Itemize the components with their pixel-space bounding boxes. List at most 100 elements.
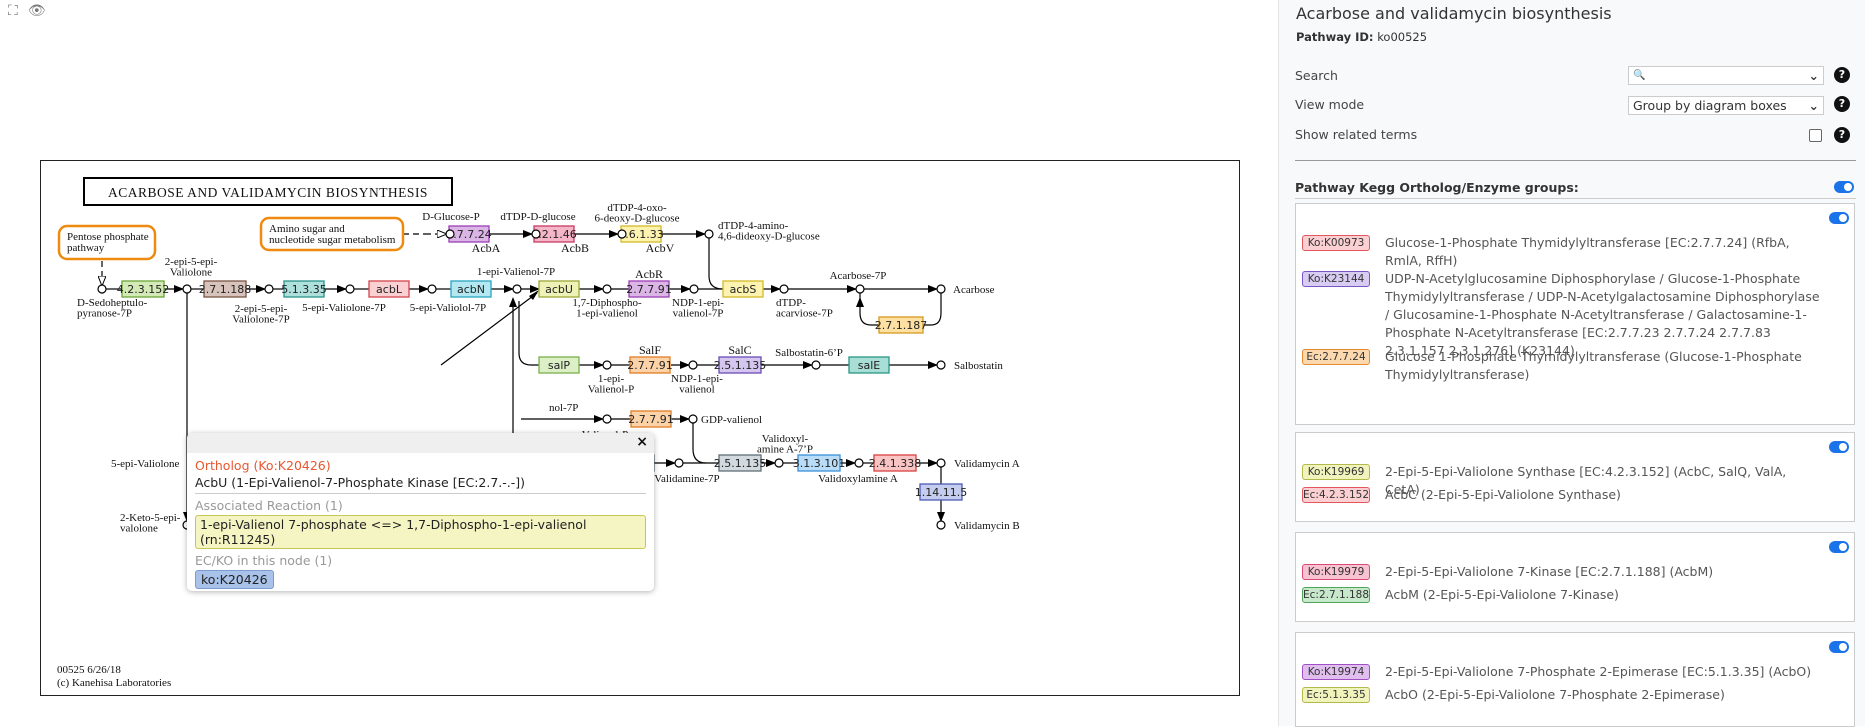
reaction-chip[interactable]: 1-epi-Valienol 7-phosphate <=> 1,7-Dipho… bbox=[195, 515, 646, 549]
compound-node[interactable] bbox=[345, 284, 355, 294]
panel-title: Acarbose and validamycin biosynthesis bbox=[1296, 4, 1612, 23]
enzyme-node[interactable]: acbS bbox=[722, 280, 764, 298]
compound-label: 2-epi-5-epi- bbox=[235, 303, 288, 315]
related-terms-checkbox[interactable] bbox=[1809, 129, 1822, 142]
compound-node[interactable] bbox=[182, 284, 192, 294]
enzyme-label: acbS bbox=[730, 283, 757, 296]
compound-node[interactable] bbox=[689, 284, 699, 294]
compound-label: Valienol-P bbox=[588, 384, 634, 396]
enzyme-label: 2.7.7.91 bbox=[626, 283, 671, 296]
entry-description: Glucose 1-Phosphate Thymidylyltransferas… bbox=[1385, 349, 1802, 382]
related-terms-help-icon[interactable]: ? bbox=[1834, 127, 1850, 143]
ko-chip[interactable]: ko:K20426 bbox=[195, 570, 274, 589]
compound-node[interactable] bbox=[936, 520, 946, 530]
compound-node[interactable] bbox=[936, 284, 946, 294]
popup-title: Ortholog (Ko:K20426) bbox=[195, 458, 331, 473]
eye-icon[interactable]: 👁 bbox=[27, 3, 46, 19]
reaction-edge bbox=[440, 292, 538, 366]
enzyme-node[interactable]: acbN bbox=[450, 280, 492, 298]
compound-node[interactable] bbox=[704, 229, 714, 239]
kegg-tag[interactable]: Ko:K19979 bbox=[1302, 564, 1370, 580]
group-toggle[interactable] bbox=[1829, 541, 1849, 553]
compound-node[interactable] bbox=[674, 458, 684, 468]
compound-node[interactable] bbox=[688, 360, 698, 370]
compound-node[interactable] bbox=[936, 360, 946, 370]
enzyme-node[interactable]: salE bbox=[848, 356, 890, 374]
compound-node[interactable] bbox=[427, 284, 437, 294]
kegg-tag[interactable]: Ec:2.7.1.188 bbox=[1302, 587, 1370, 603]
enzyme-node[interactable]: 1.14.11.5 bbox=[915, 483, 967, 501]
enzyme-node[interactable]: 2.6.1.33 bbox=[618, 225, 664, 243]
compound-label: Valiolone bbox=[170, 267, 212, 279]
enzyme-node[interactable]: 4.2.3.152 bbox=[117, 280, 169, 298]
enzyme-node[interactable]: acbL bbox=[368, 280, 410, 298]
view-mode-help-icon[interactable]: ? bbox=[1834, 96, 1850, 112]
compound-node[interactable] bbox=[854, 458, 864, 468]
enzyme-label: 2.6.1.33 bbox=[618, 228, 663, 241]
gene-label: SalF bbox=[639, 343, 661, 357]
entry-description: Glucose-1-Phosphate Thymidylyltransferas… bbox=[1385, 235, 1790, 268]
enzyme-node[interactable]: 2.7.1.188 bbox=[199, 280, 251, 298]
compound-node[interactable] bbox=[602, 360, 612, 370]
enzyme-node[interactable]: 2.7.7.91 bbox=[627, 356, 673, 374]
kegg-tag[interactable]: Ec:5.1.3.35 bbox=[1302, 687, 1370, 703]
kegg-tag[interactable]: Ec:4.2.3.152 bbox=[1302, 487, 1370, 503]
compound-node[interactable] bbox=[779, 284, 789, 294]
kegg-tag[interactable]: Ko:K00973 bbox=[1302, 235, 1370, 251]
pathway-map: ACARBOSE AND VALIDAMYCIN BIOSYNTHESIS 2.… bbox=[57, 177, 1020, 689]
compound-node[interactable] bbox=[602, 284, 612, 294]
compound-label: acarviose-7P bbox=[776, 308, 833, 320]
enzyme-node[interactable]: 3.1.3.101 bbox=[793, 454, 845, 472]
search-input[interactable]: 🔍 ⌄ bbox=[1628, 66, 1824, 85]
enzyme-node[interactable]: 2.5.1.135 bbox=[714, 356, 766, 374]
compound-node[interactable] bbox=[688, 414, 698, 424]
group-entry: Ec:2.7.7.24 Glucose 1-Phosphate Thymidyly… bbox=[1302, 348, 1824, 384]
fullscreen-icon[interactable]: ⛶ bbox=[8, 3, 18, 19]
compound-node[interactable] bbox=[774, 458, 784, 468]
enzyme-node[interactable]: 4.2.1.46 bbox=[531, 225, 577, 243]
entry-description: 2-Epi-5-Epi-Valiolone 7-Phosphate 2-Epim… bbox=[1385, 664, 1812, 679]
kegg-tag[interactable]: Ko:K23144 bbox=[1302, 271, 1370, 287]
close-icon[interactable]: × bbox=[636, 434, 648, 450]
kegg-tag[interactable]: Ko:K19969 bbox=[1302, 464, 1370, 480]
compound-label: valolone bbox=[120, 523, 158, 535]
enzyme-node[interactable]: 5.1.3.35 bbox=[281, 280, 327, 298]
search-help-icon[interactable]: ? bbox=[1834, 67, 1850, 83]
enzyme-label: salP bbox=[548, 359, 571, 372]
kegg-tag[interactable]: Ko:K19974 bbox=[1302, 664, 1370, 680]
enzyme-node[interactable]: 2.7.1.187 bbox=[875, 316, 927, 334]
groups-toggle[interactable] bbox=[1834, 181, 1854, 193]
enzyme-node[interactable]: 2.7.7.91 bbox=[626, 280, 672, 298]
enzyme-node[interactable]: 2.4.1.338 bbox=[869, 454, 921, 472]
compound-node[interactable] bbox=[602, 414, 612, 424]
popup-header: × bbox=[187, 433, 654, 453]
compound-label: 2-epi-5-epi- bbox=[165, 256, 218, 268]
gene-label: SalC bbox=[728, 343, 751, 357]
enzyme-node[interactable]: acbU bbox=[538, 280, 580, 298]
group-toggle[interactable] bbox=[1829, 441, 1849, 453]
compound-node[interactable] bbox=[531, 229, 541, 239]
group-toggle[interactable] bbox=[1829, 641, 1849, 653]
enzyme-node[interactable]: 2.7.7.91 bbox=[628, 410, 674, 428]
pathway-link-aminosugar[interactable] bbox=[259, 216, 405, 252]
compound-node[interactable] bbox=[97, 284, 107, 294]
kegg-tag[interactable]: Ec:2.7.7.24 bbox=[1302, 349, 1370, 365]
compound-node[interactable] bbox=[512, 284, 522, 294]
compound-node[interactable] bbox=[617, 229, 627, 239]
pathway-link-pentose[interactable] bbox=[57, 224, 157, 261]
enzyme-node[interactable]: salP bbox=[538, 356, 580, 374]
compound-node[interactable] bbox=[264, 284, 274, 294]
view-mode-select[interactable]: Group by diagram boxes ⌄ bbox=[1628, 96, 1824, 115]
compound-label: 5-epi-Valiolone-7P bbox=[302, 302, 386, 314]
group-toggle[interactable] bbox=[1829, 212, 1849, 224]
arrow-head bbox=[529, 290, 539, 300]
compound-node[interactable] bbox=[936, 458, 946, 468]
compound-node[interactable] bbox=[855, 284, 865, 294]
compound-label: 4,6-dideoxy-D-glucose bbox=[718, 231, 820, 243]
compound-node[interactable] bbox=[811, 360, 821, 370]
compound-node[interactable] bbox=[445, 229, 455, 239]
entry-description: AcbC (2-Epi-5-Epi-Valiolone Synthase) bbox=[1385, 487, 1621, 502]
groups-label: Pathway Kegg Ortholog/Enzyme groups: bbox=[1295, 180, 1579, 195]
enzyme-node[interactable]: 2.5.1.135 bbox=[714, 454, 766, 472]
